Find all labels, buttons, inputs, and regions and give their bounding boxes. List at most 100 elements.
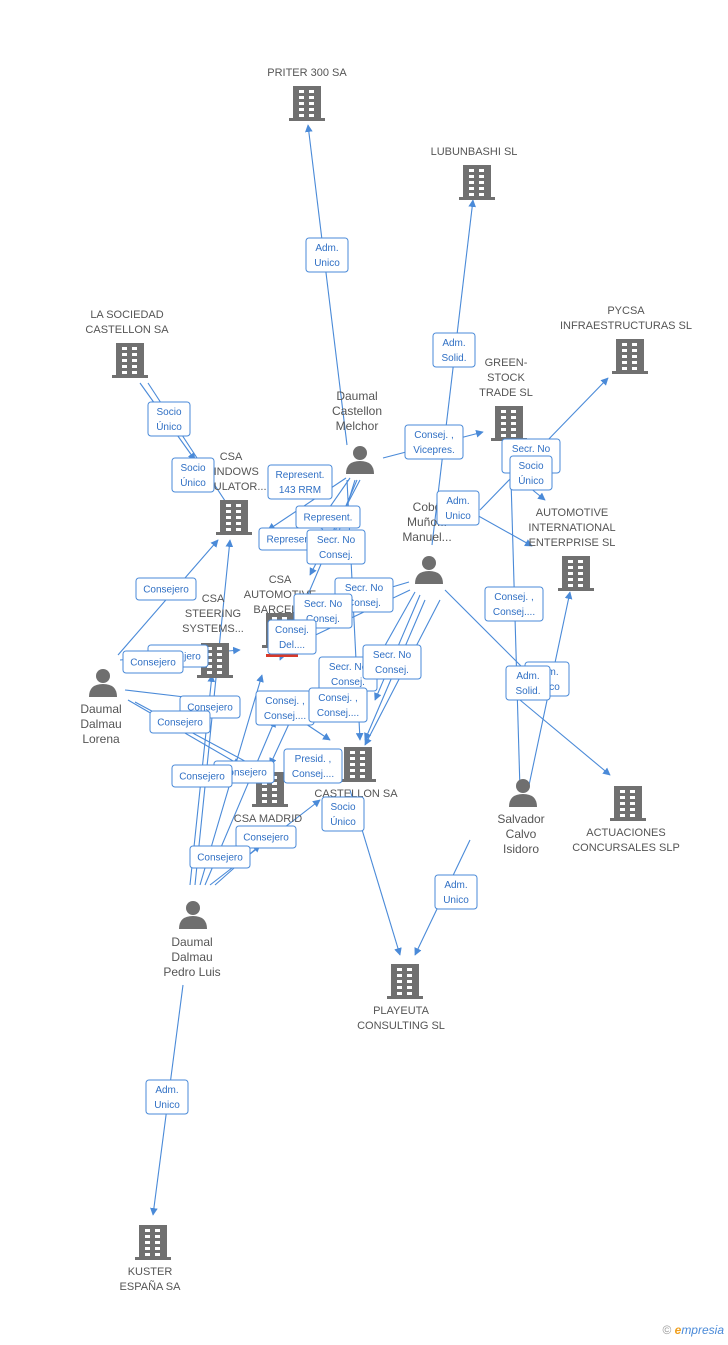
empresia-brand[interactable]: © empresia — [662, 1323, 724, 1337]
node-label-line: CSA MADRID — [234, 813, 303, 825]
relation-text: Unico — [443, 895, 469, 906]
relation-text: Consejero — [187, 703, 233, 714]
node-label-line: Daumal — [80, 702, 121, 716]
relation-label-r12[interactable]: Adm.Unico — [436, 490, 480, 526]
relation-text: Único — [180, 476, 206, 489]
node-label-line: CONSULTING SL — [357, 1020, 445, 1032]
node-label-line: Dalmau — [171, 950, 212, 964]
relation-text: Consej.... — [264, 711, 306, 722]
node-label-line: CASTELLON SA — [85, 324, 169, 336]
relation-text: Represent. — [304, 513, 353, 524]
relation-label-r34[interactable]: Adm. Unico — [434, 874, 478, 910]
relation-label-r16[interactable]: Consej.Del.... — [267, 619, 317, 655]
relation-text: Secr. No — [373, 650, 412, 661]
highlight-underline — [266, 654, 298, 657]
relation-text: Consej. , — [265, 696, 304, 707]
relation-text: Único — [518, 474, 544, 487]
node-label-line: SYSTEMS... — [182, 623, 244, 635]
relation-label-r35[interactable]: Adm.Unico — [145, 1079, 189, 1115]
relation-text: Consej.... — [493, 607, 535, 618]
relation-label-r1[interactable]: Adm.Unico — [305, 237, 349, 273]
relation-label-r8[interactable]: Represent. 143 RRM — [267, 464, 333, 500]
relation-label-r19[interactable]: Consejero — [122, 650, 184, 674]
relation-label-r30[interactable]: Presid. , Consej.... — [283, 748, 343, 784]
relation-label-r9[interactable]: Represent. — [295, 505, 361, 529]
relation-text: Adm. — [516, 671, 539, 682]
relation-text: Represent. — [267, 535, 316, 546]
relation-text: Presid. , — [295, 754, 332, 765]
node-label-line: Isidoro — [503, 842, 539, 856]
node-label-line: CSA — [220, 451, 243, 463]
company-node-playeuta[interactable]: PLAYEUTA CONSULTING SL — [357, 964, 445, 1032]
relation-text: Consej. — [319, 550, 353, 561]
copyright-mark: © — [662, 1323, 672, 1337]
relation-label-r13[interactable]: Consejero — [135, 577, 197, 601]
node-label-line: Cobo — [413, 500, 442, 514]
relation-label-r11[interactable]: Secr. No Consej. — [306, 529, 366, 565]
relation-text: Represent. — [276, 470, 325, 481]
company-node-csawindows[interactable]: CSAWINDOWSINSULATOR... — [195, 451, 267, 535]
relation-text: Consej.... — [292, 769, 334, 780]
relation-text: Consejero — [243, 833, 289, 844]
node-label-line: Manuel... — [402, 530, 451, 544]
brand-e: e — [674, 1323, 682, 1337]
node-label-line: Daumal — [171, 935, 212, 949]
relation-label-r33[interactable]: Consejero — [189, 845, 251, 869]
relation-text: Unico — [445, 511, 471, 522]
node-label-line: Daumal — [336, 389, 377, 403]
node-label-line: Salvador — [497, 812, 544, 826]
node-label-line: INTERNATIONAL — [528, 522, 615, 534]
relation-text: Consej. , — [318, 693, 357, 704]
relation-text: 143 RRM — [279, 485, 321, 496]
node-label-line: PYCSA — [607, 305, 645, 317]
relation-text: Consej. — [275, 625, 309, 636]
relation-label-r23[interactable]: Adm.Solid. — [505, 665, 551, 701]
relation-text: Secr. No — [317, 535, 356, 546]
company-node-csacastellon[interactable]: CASTELLON SA — [314, 747, 398, 800]
relation-edge — [431, 199, 477, 546]
building-icon — [289, 86, 325, 121]
node-label-line: STOCK — [487, 372, 525, 384]
node-label-line: LUBUNBASHI SL — [431, 146, 518, 158]
relation-label-r5[interactable]: Consej. ,Vicepres. — [404, 424, 464, 460]
node-label-line: Dalmau — [80, 717, 121, 731]
node-label-line: KUSTER — [128, 1266, 173, 1278]
relation-label-r29[interactable]: Consejero — [171, 764, 233, 788]
relation-label-r17[interactable]: Consej. ,Consej.... — [484, 586, 544, 622]
relation-text: Secr. No — [329, 662, 368, 673]
relation-label-r26[interactable]: Consej. ,Consej.... — [308, 687, 368, 723]
relation-text: Consej. , — [414, 430, 453, 441]
relation-text: Consejero — [197, 853, 243, 864]
company-node-lubunbashi[interactable]: LUBUNBASHI SL — [431, 146, 518, 200]
relation-label-r2[interactable]: Adm.Solid. — [432, 332, 476, 368]
relation-label-r25[interactable]: Consej. , Consej.... — [255, 690, 315, 726]
node-label-line: ACTUACIONES — [586, 827, 665, 839]
relation-label-r27[interactable]: Consejero — [149, 710, 211, 734]
building-icon — [610, 786, 646, 821]
node-label-line: TRADE SL — [479, 387, 533, 399]
person-icon — [89, 669, 117, 697]
node-label-line: WINDOWS — [203, 466, 259, 478]
relation-label-r32[interactable]: Consejero — [235, 825, 297, 849]
relation-text: Secr. No — [345, 583, 384, 594]
relation-text: Adm. — [444, 880, 467, 891]
node-label-line: PLAYEUTA — [373, 1005, 429, 1017]
company-node-priter[interactable]: PRITER 300 SA — [267, 67, 347, 121]
building-icon — [491, 406, 527, 441]
building-icon — [216, 500, 252, 535]
